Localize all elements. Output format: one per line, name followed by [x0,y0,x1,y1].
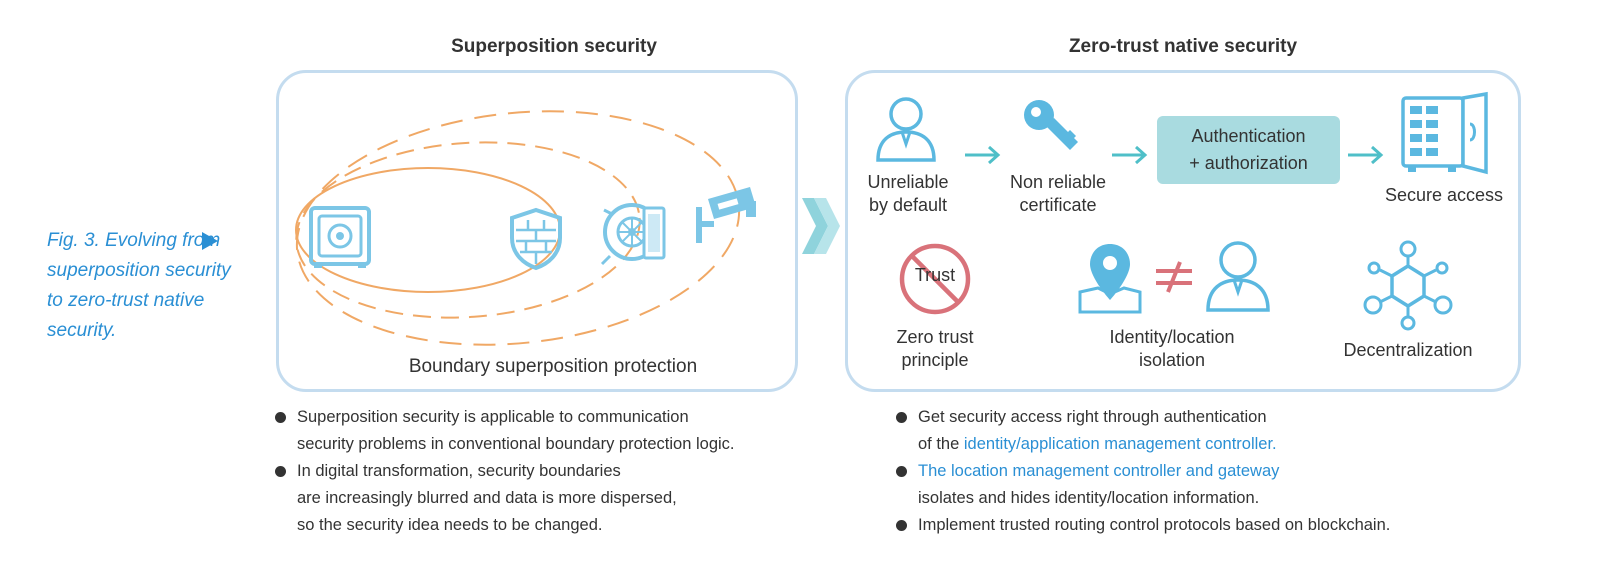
caption-arrow-icon [202,232,218,250]
forbidden-trust-icon [899,243,971,315]
identity-location-label: Identity/location isolation [1109,327,1235,370]
zero-trust-principle-label: Zero trust principle [896,327,974,370]
auth-box: Authentication + authorization [1157,116,1340,184]
flow-arrow-2 [1112,145,1148,165]
user-icon [876,97,936,162]
list-item: The location management controller and g… [896,458,1516,485]
flow-arrow-3 [1348,145,1384,165]
identity-user-icon [1206,241,1270,312]
right-bullet-list: Get security access right through authen… [896,404,1516,539]
security-camera-icon [696,187,756,243]
bullet-text: of the identity/application management c… [896,431,1516,458]
decentralization-network-icon [1363,240,1453,331]
list-item: Get security access right through authen… [896,404,1516,431]
figure-caption: Fig. 3. Evolving from superposition secu… [47,230,231,341]
location-pin-icon [1078,244,1142,314]
list-item: In digital transformation, security boun… [275,458,835,485]
step-secure-access-label: Secure access [1384,185,1504,205]
location-controller-link: The location management controller and g… [918,462,1280,480]
bullet-text: so the security idea needs to be changed… [297,516,603,534]
left-bullet-list: Superposition security is applicable to … [275,404,835,539]
list-item: Superposition security is applicable to … [275,404,835,431]
trust-badge-text: Trust [914,265,956,285]
bullet-icon [275,466,286,477]
decentralization-label: Decentralization [1343,340,1473,360]
bullet-icon [896,520,907,531]
bullet-text: isolates and hides identity/location inf… [918,489,1260,507]
bullet-text: Get security access right through authen… [918,408,1267,426]
bullet-icon [896,412,907,423]
vault-door-icon [600,203,666,266]
bullet-text: are increasingly blurred and data is mor… [297,489,677,507]
not-equal-icon [1156,261,1192,293]
list-item: Implement trusted routing control protoc… [896,512,1516,539]
bullet-icon [275,412,286,423]
shield-wall-icon [510,207,562,271]
bullet-text: Implement trusted routing control protoc… [918,516,1391,534]
step-certificate-label: Non reliable certificate [1009,172,1107,215]
boundary-label: Boundary superposition protection [408,356,698,377]
bullet-icon [896,466,907,477]
bullet-text: Superposition security is applicable to … [297,408,689,426]
bullet-text: In digital transformation, security boun… [297,462,621,480]
zero-trust-title: Zero-trust native security [1068,36,1298,57]
bullet-text-plain: of the [918,435,964,453]
bullet-text: security problems in conventional bounda… [297,435,735,453]
identity-controller-link: identity/application management controll… [963,435,1277,453]
key-icon [1024,100,1078,150]
superposition-title: Superposition security [451,36,657,57]
flow-arrow-1 [965,145,1001,165]
transition-chevron-icon [802,198,840,254]
secure-locker-icon [1401,91,1488,175]
step-unreliable-label: Unreliable by default [867,172,949,215]
safe-icon [309,206,371,268]
